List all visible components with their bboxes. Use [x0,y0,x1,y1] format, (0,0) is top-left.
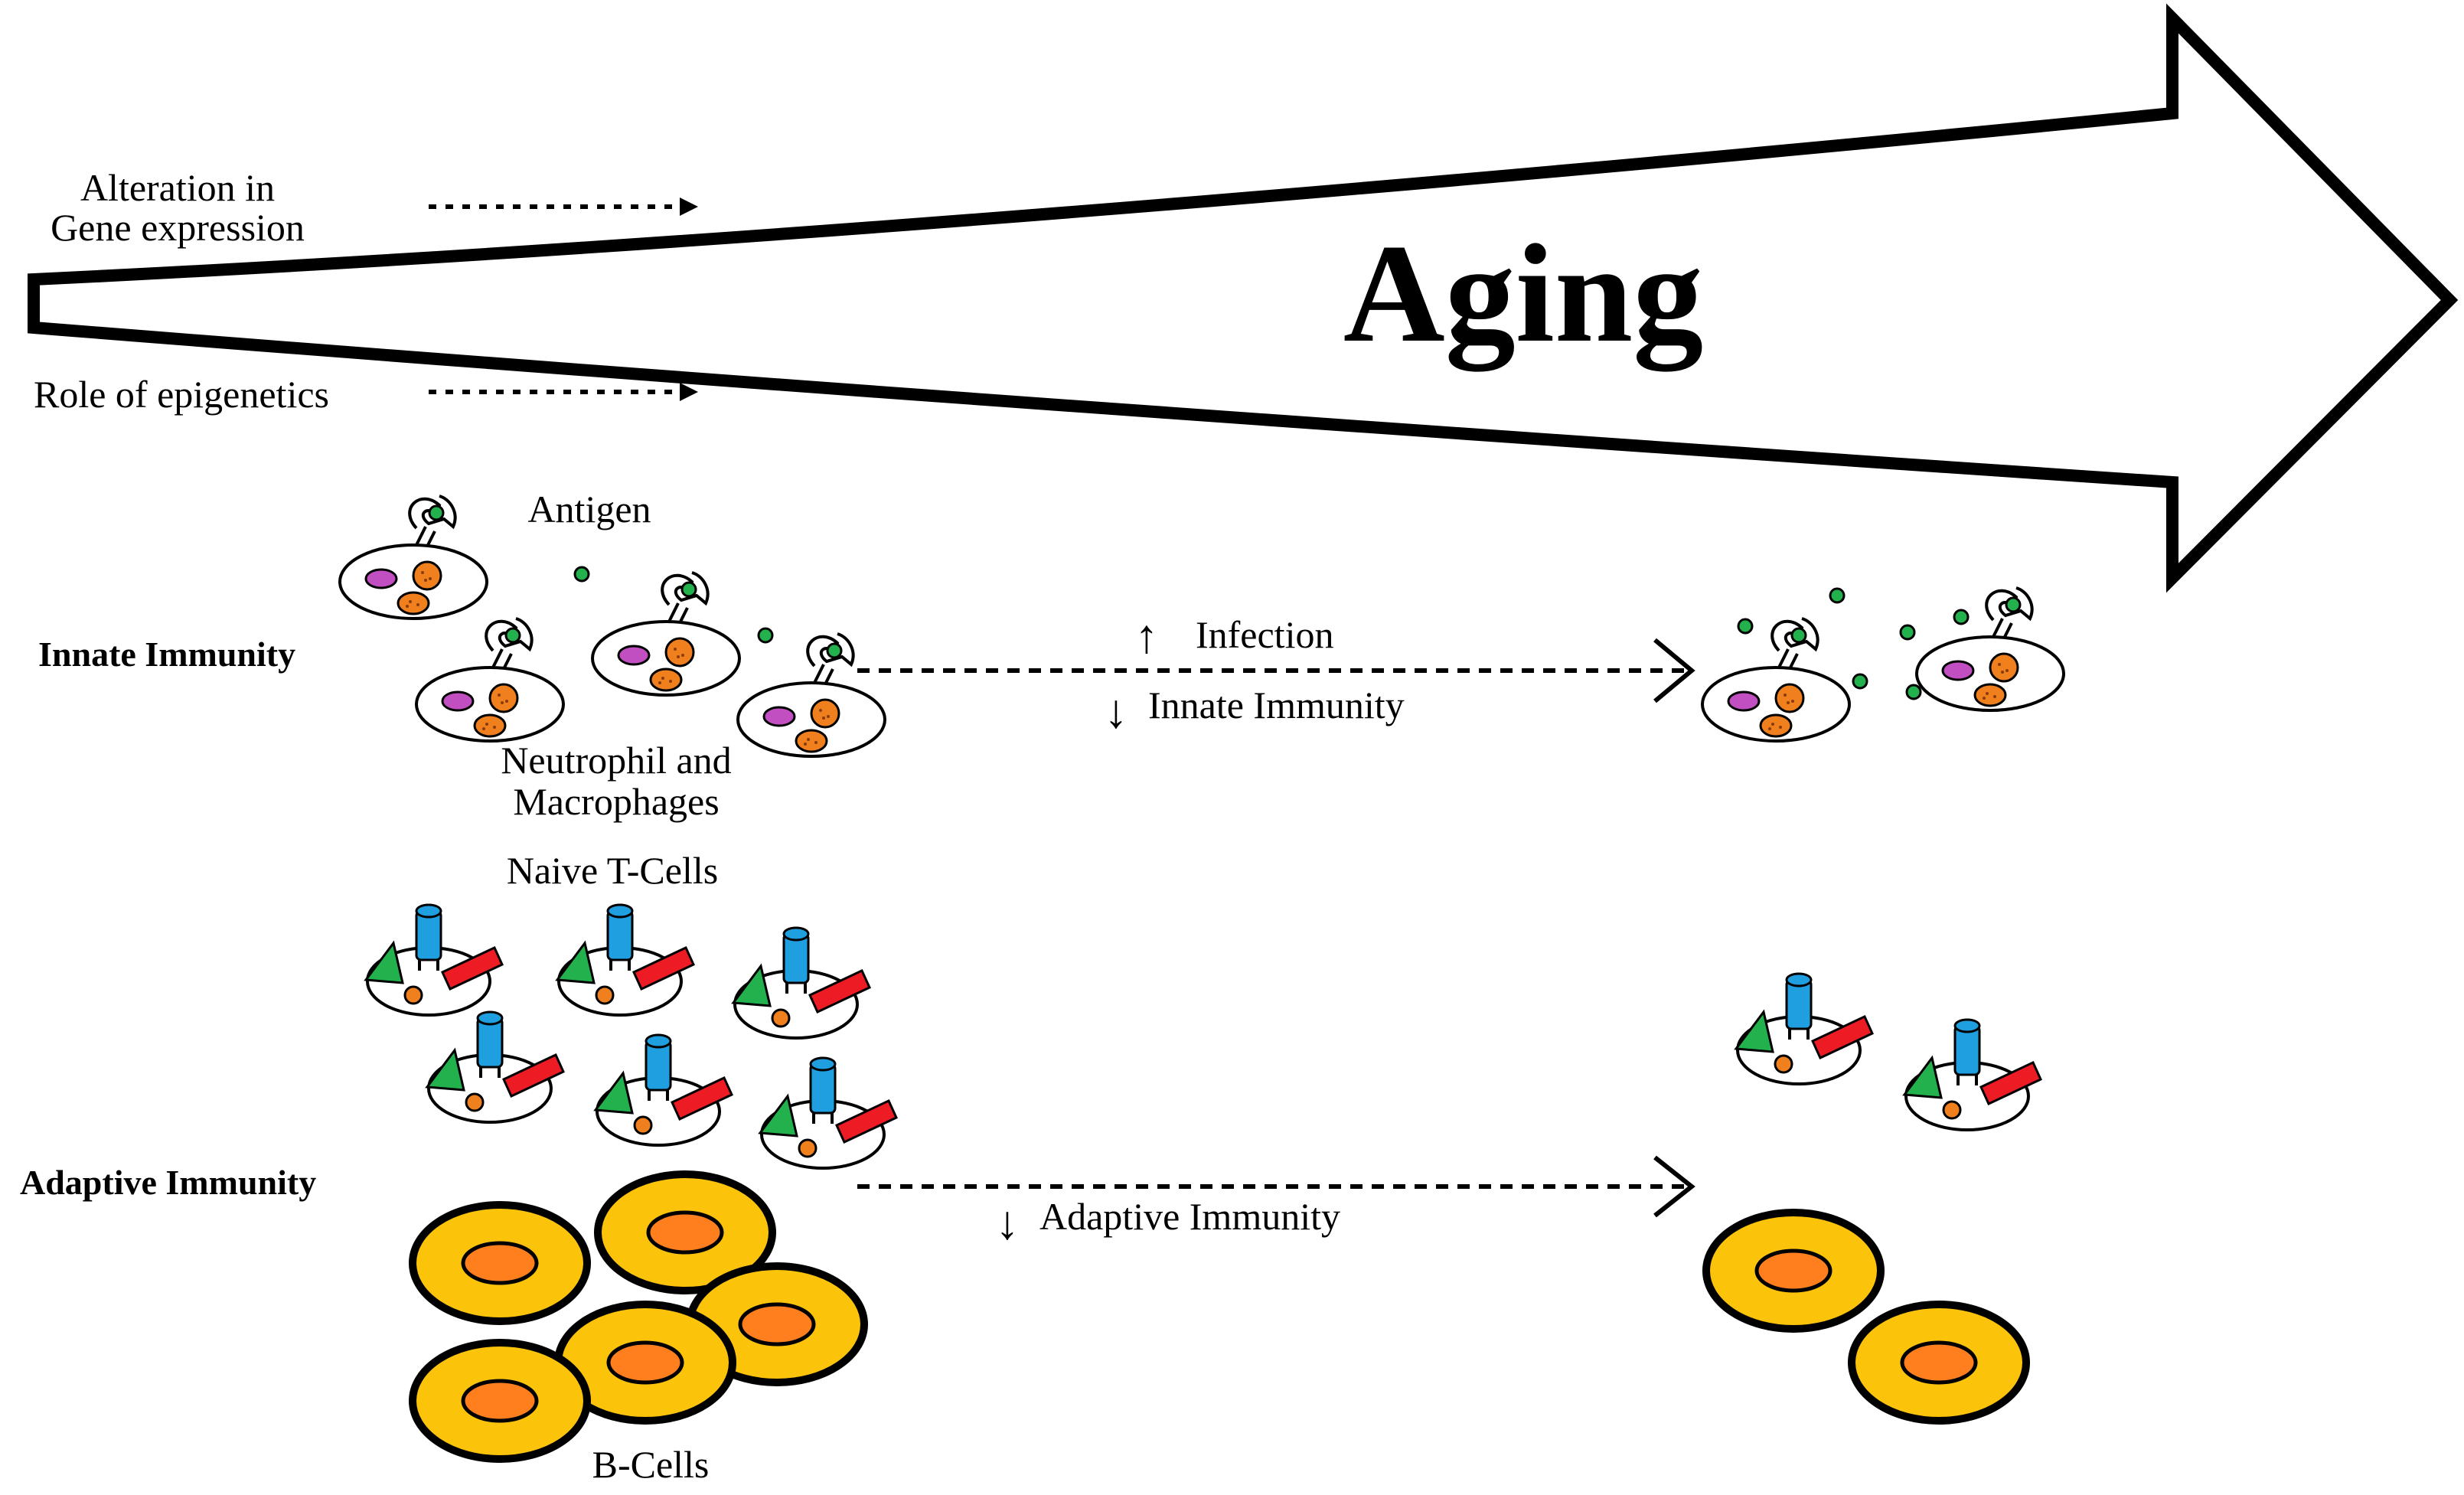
innate-arrowhead [1653,638,1695,703]
t-cell [364,903,504,1017]
alteration-arrowhead [680,197,698,216]
antigen-particle [573,566,590,583]
epigenetics-arrowhead [680,383,698,401]
b-cell [1706,1213,1881,1329]
phagocyte [1701,617,1851,743]
antigen-particle [1899,624,1916,641]
neutrophil-label-line1: Neutrophil and [501,739,731,782]
b-cell [413,1343,587,1459]
phagocyte [338,495,488,620]
innate-effect: Innate Immunity [1148,684,1405,726]
b-cell [1852,1304,2026,1421]
aging-arrow [28,3,2459,593]
tcells-aged [1735,972,2042,1131]
t-cell [1903,1018,2042,1131]
t-cell [594,1033,733,1147]
phagocyte [591,571,741,697]
t-cell [556,903,695,1017]
t-cell [732,926,871,1040]
phagocyte [415,617,565,743]
antigen-particle [1737,618,1754,635]
t-cell [426,1010,565,1124]
aging-title: Aging [1343,215,1703,372]
tcell-label: Naive T-Cells [507,849,718,892]
antigen-label: Antigen [527,488,651,530]
up-arrow-icon: ↑ [1135,611,1159,663]
alteration-label-line1: Alteration in [80,166,275,209]
tcells-young [364,903,898,1170]
innate-immunity-label: Innate Immunity [38,635,295,674]
antigen-particle [1953,609,1970,625]
adaptive-arrowhead [1653,1155,1695,1218]
b-cell [413,1205,587,1321]
phagocyte [1915,586,2065,712]
bcell-label: B-Cells [592,1443,710,1486]
t-cell [1735,972,1874,1085]
adaptive-effect: Adaptive Immunity [1039,1195,1340,1238]
phagocyte [736,632,886,758]
t-cell [759,1056,898,1170]
alteration-label-line2: Gene expression [51,206,305,249]
infection-effect: Infection [1196,613,1333,656]
phagocytes-young [338,495,886,758]
down-arrow-icon: ↓ [1105,686,1128,738]
antigen-particle [1905,684,1922,700]
neutrophil-label-line2: Macrophages [513,780,719,823]
adaptive-immunity-label: Adaptive Immunity [20,1163,316,1202]
bcells-aged [1706,1213,2026,1421]
phagocytes-aged [1701,586,2065,743]
down-arrow-icon: ↓ [996,1197,1020,1249]
bcells-young [413,1174,864,1459]
antigen-particle [1829,587,1846,604]
epigenetics-label: Role of epigenetics [34,373,329,416]
antigen-particle [1852,673,1868,690]
antigen-particle [757,627,774,644]
